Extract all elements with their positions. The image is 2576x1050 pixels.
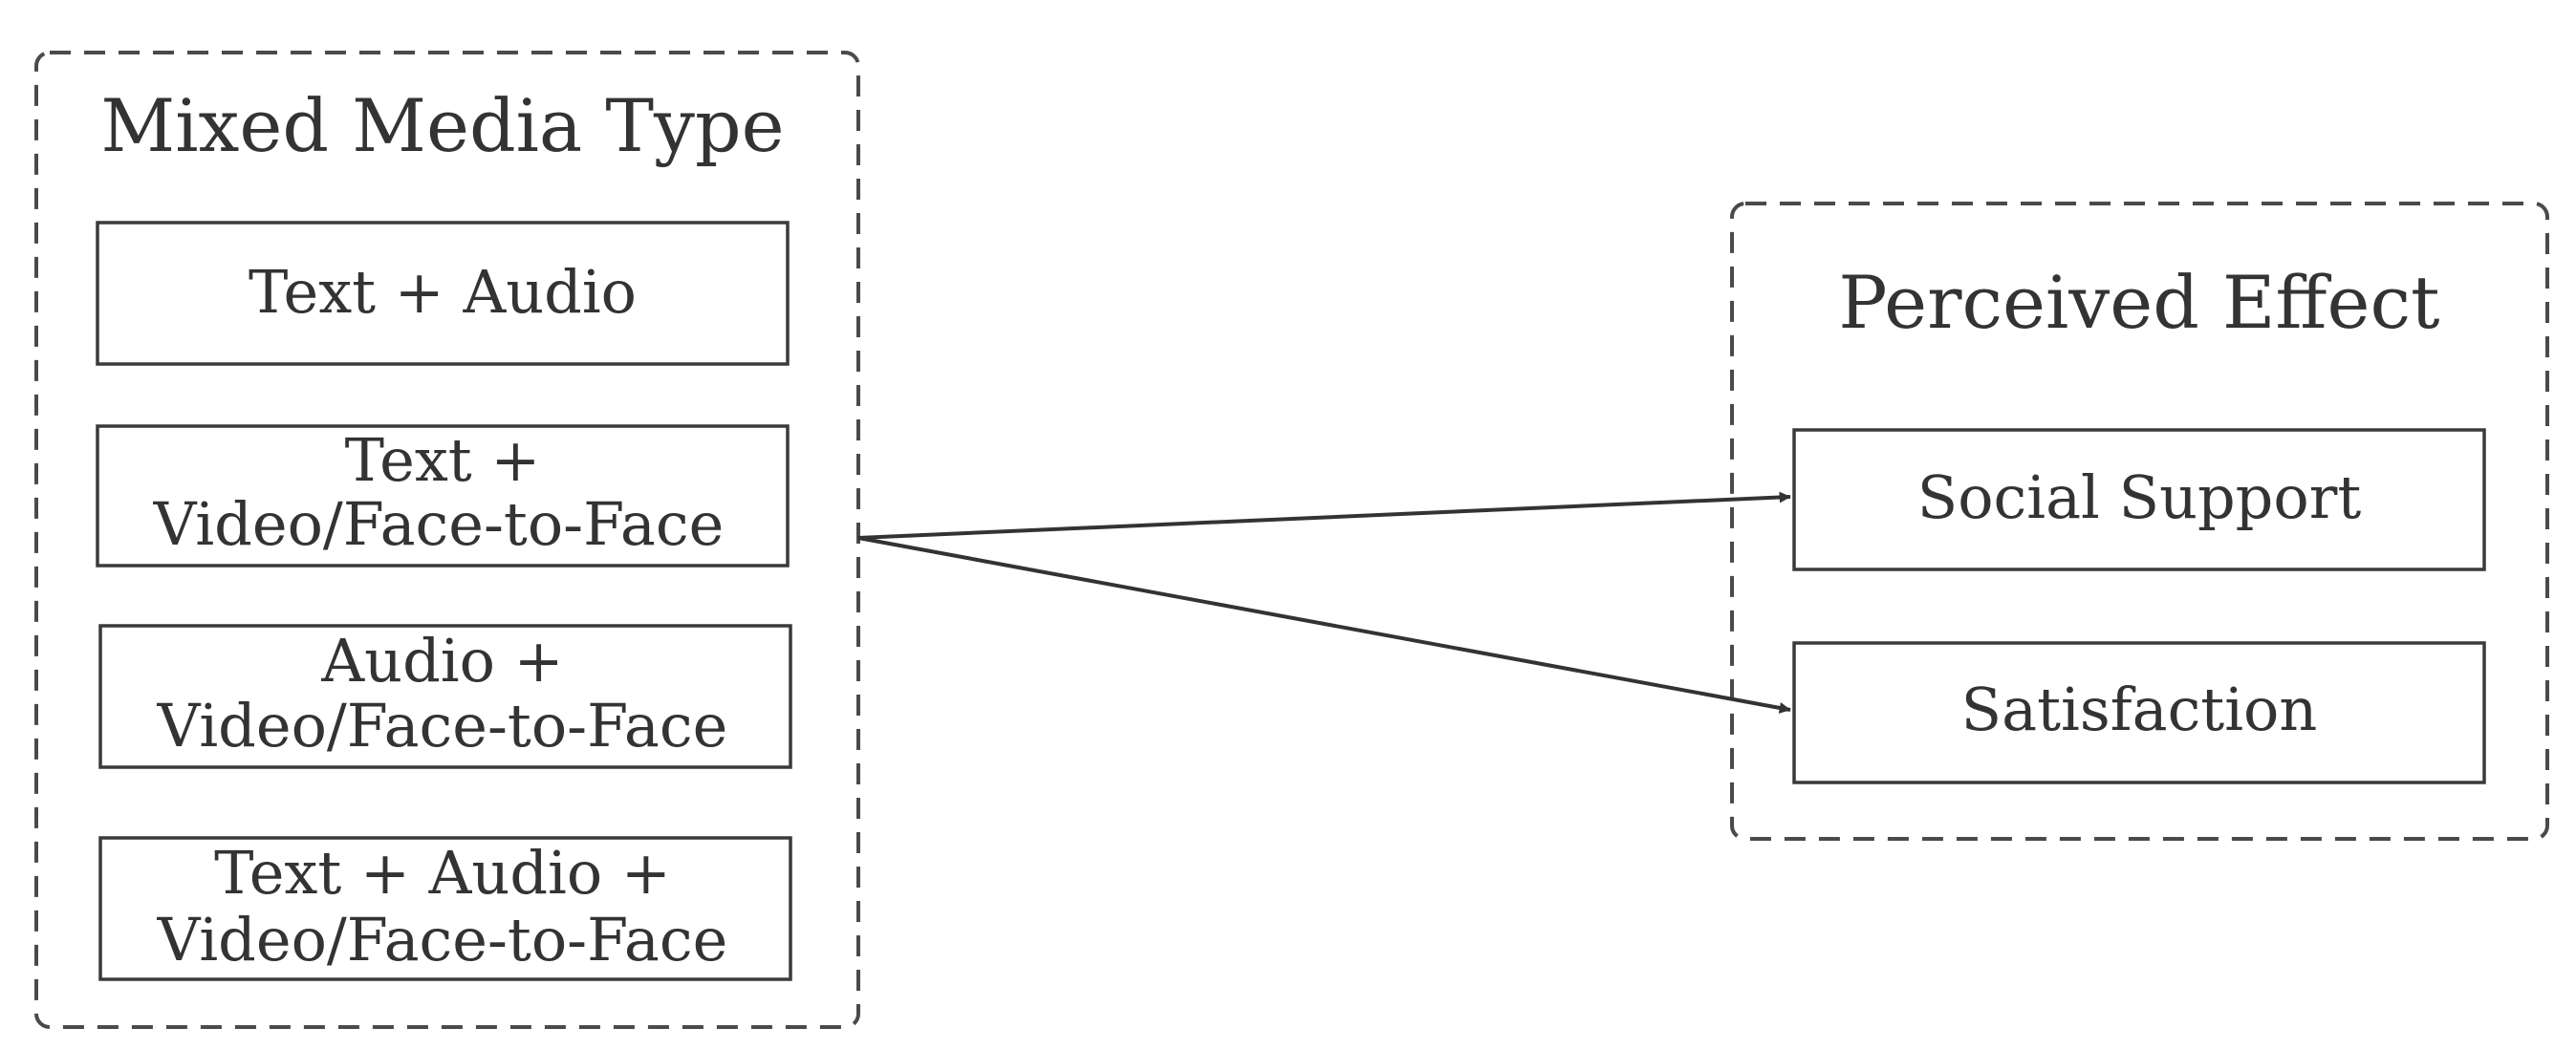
node-label-line: Video/Face-to-Face [153,489,725,559]
cluster-frame-perceived-effect [1730,202,2549,841]
node-text-audio-video-face-to-face: Text + Audio + Video/Face-to-Face [98,836,792,981]
node-label-line: Text + Audio [249,257,637,327]
edge-to-satisfaction [857,536,1791,714]
node-label-line: Text + Audio + [214,838,671,908]
node-audio-video-face-to-face: Audio + Video/Face-to-Face [98,624,792,769]
node-social-support: Social Support [1792,428,2486,571]
node-satisfaction: Satisfaction [1792,641,2486,784]
node-box [98,624,792,769]
node-box [1792,428,2486,571]
node-box [96,221,790,366]
cluster-perceived-effect: Perceived Effect Social Support Satisfac… [1730,202,2549,841]
node-box [98,836,792,981]
node-label-line: Social Support [1917,462,2362,532]
node-box [1792,641,2486,784]
node-text-audio: Text + Audio [96,221,790,366]
node-label-line: Satisfaction [1961,675,2318,744]
node-label-line: Text + [345,425,541,495]
node-label-line: Audio + [320,626,563,696]
node-label-line: Video/Face-to-Face [157,691,728,761]
node-text-video-face-to-face: Text + Video/Face-to-Face [96,424,790,568]
node-label-line: Video/Face-to-Face [157,905,728,975]
node-box [96,424,790,568]
cluster-title-perceived-effect: Perceived Effect [1838,260,2439,345]
cluster-title-mixed-media-type: Mixed Media Type [100,83,784,168]
cluster-mixed-media-type: Mixed Media Type Text + Audio Text + Vid… [34,51,860,1029]
edge-to-social-support [857,491,1791,540]
